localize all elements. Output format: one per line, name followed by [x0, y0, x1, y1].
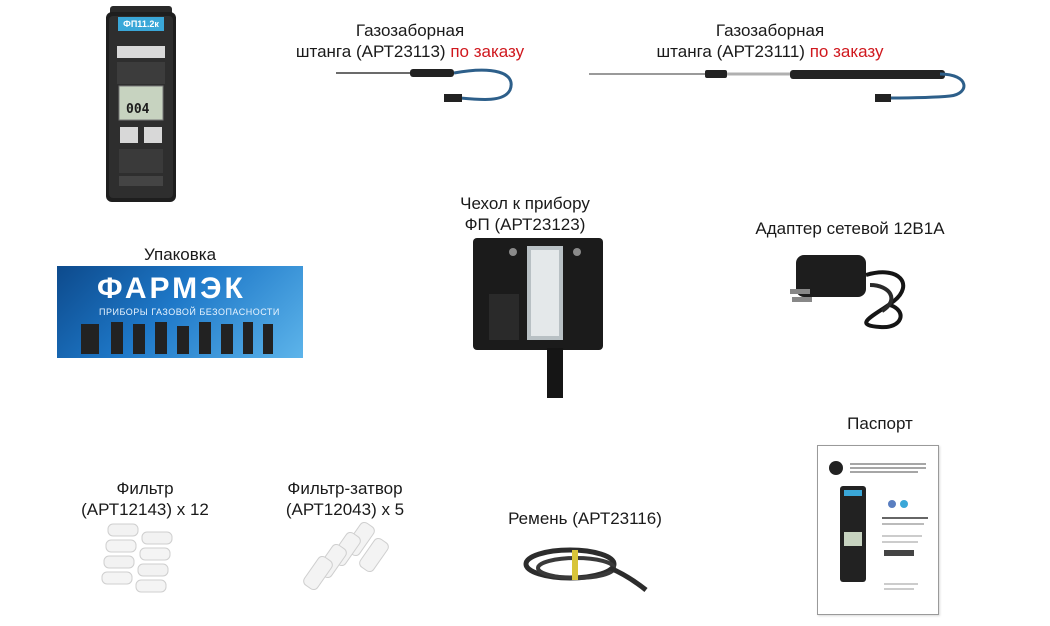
strap-label: Ремень (АРТ23116) [508, 509, 662, 528]
probe2-label-line2: штанга (АРТ23111) по заказу [620, 41, 920, 62]
strap-image [520, 538, 650, 598]
packaging-label: Упаковка [143, 245, 217, 264]
probe1-label: Газозаборная штанга (АРТ23113) по заказу [270, 20, 550, 62]
probe2-order-note: по заказу [809, 42, 884, 61]
adapter-image [790, 245, 915, 330]
filter-shutter-label: Фильтр-затвор (АРТ12043) х 5 [260, 478, 430, 520]
passport-label: Паспорт [847, 414, 913, 433]
probe1-label-line2: штанга (АРТ23113) по заказу [270, 41, 550, 62]
filter-shutter-image [296, 518, 406, 613]
packaging-device-lineup [81, 322, 273, 354]
probe2-article: штанга (АРТ23111) [656, 42, 805, 61]
device-model-badge: ФП11.2к [118, 17, 164, 31]
case-image [473, 238, 603, 398]
probe1-order-note: по заказу [450, 42, 525, 61]
packaging-tagline: ПРИБОРЫ ГАЗОВОЙ БЕЗОПАСНОСТИ [99, 307, 280, 317]
probe2-label-line1: Газозаборная [715, 21, 825, 40]
case-label-line2: ФП (АРТ23123) [464, 215, 586, 234]
filter-label-line1: Фильтр [116, 479, 174, 498]
device-display-value: 004 [126, 102, 150, 117]
filter-shutter-label-line2: (АРТ12043) х 5 [285, 500, 405, 519]
packaging-box: ФАРМЭК ПРИБОРЫ ГАЗОВОЙ БЕЗОПАСНОСТИ [57, 266, 303, 358]
filter-shutter-label-line1: Фильтр-затвор [287, 479, 403, 498]
passport-document [817, 445, 939, 615]
probe1-article: штанга (АРТ23113) [295, 42, 446, 61]
probe2-label: Газозаборная штанга (АРТ23111) по заказу [620, 20, 920, 62]
case-label: Чехол к прибору ФП (АРТ23123) [430, 193, 620, 235]
probe1-label-line1: Газозаборная [355, 21, 465, 40]
filter-label-line2: (АРТ12143) х 12 [81, 500, 209, 519]
packaging-brand: ФАРМЭК [97, 272, 246, 305]
probe1-image [332, 60, 532, 110]
gas-analyzer-device: ФП11.2к 004 [106, 6, 176, 204]
filter-label: Фильтр (АРТ12143) х 12 [50, 478, 240, 520]
case-label-line1: Чехол к прибору [460, 194, 590, 213]
adapter-label: Адаптер сетевой 12В1А [755, 219, 945, 238]
filter-image [98, 518, 188, 608]
probe2-image [585, 60, 970, 110]
